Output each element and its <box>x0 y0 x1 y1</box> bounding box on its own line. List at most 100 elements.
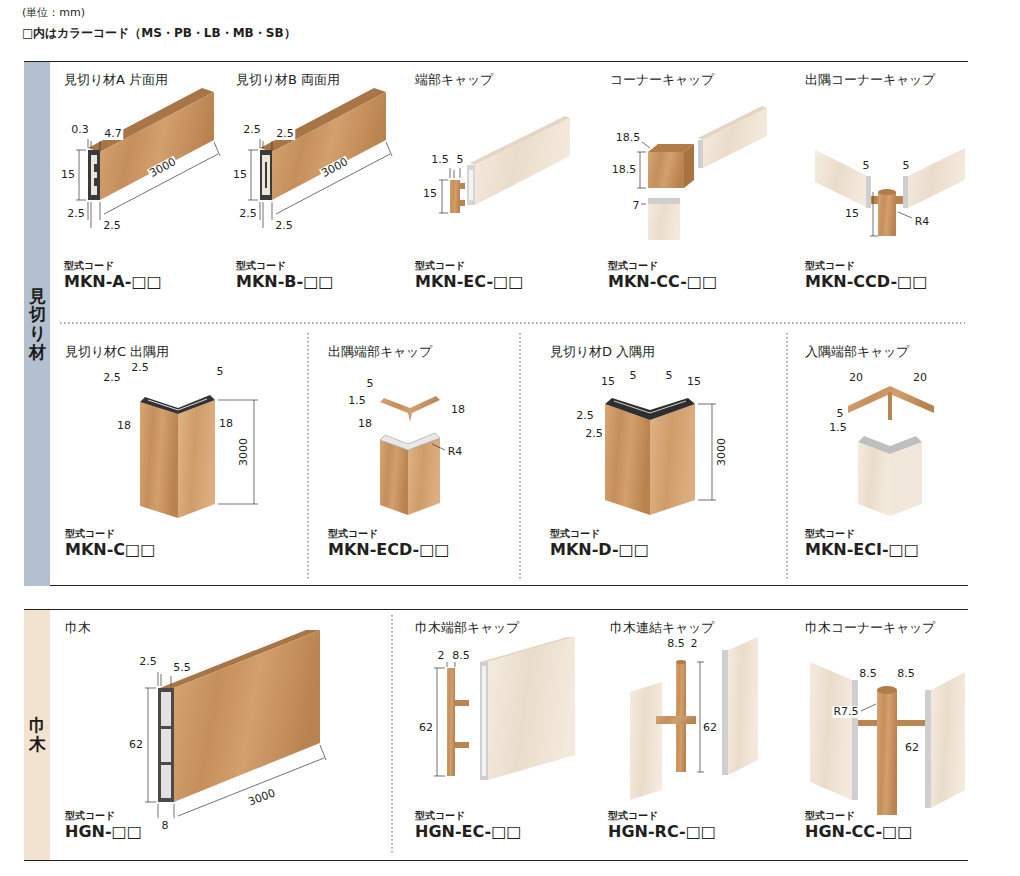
model-code-caption: 型式コード <box>328 528 378 540</box>
color-code-note: □内はカラーコード（MS・PB・LB・MB・SB） <box>22 26 296 41</box>
dimension-line <box>248 150 258 151</box>
dotted-separator <box>60 323 965 324</box>
dotted-separator <box>787 333 788 580</box>
model-code: MKN-C□□ <box>65 541 155 559</box>
dotted-separator <box>308 333 309 580</box>
dimension-line <box>439 213 448 214</box>
dotted-separator <box>392 615 393 855</box>
section-title: 見切り材 <box>29 287 46 362</box>
baseboard-corner-cap <box>897 720 925 726</box>
dimension-value: 8.5 <box>896 668 916 680</box>
model-code-caption: 型式コード <box>805 528 855 540</box>
dimension-line <box>272 202 273 220</box>
model-code: HGN-□□ <box>65 823 142 841</box>
dimension-value: 1.5 <box>347 395 367 407</box>
part-name: 巾木コーナーキャップ <box>805 620 935 636</box>
model-code: MKN-B-□□ <box>236 273 333 291</box>
dimension-line <box>104 154 218 214</box>
dimension-value: 0.3 <box>70 124 90 136</box>
dimension-line <box>460 168 461 178</box>
dimension-line <box>434 776 445 777</box>
model-code: MKN-EC-□□ <box>415 273 523 291</box>
dimension-line <box>640 152 641 188</box>
model-code-caption: 型式コード <box>64 260 114 272</box>
dimension-line <box>76 200 86 201</box>
dimension-line <box>637 188 646 189</box>
dimension-line <box>434 662 455 776</box>
trim-c-column <box>140 395 215 414</box>
model-code-caption: 型式コード <box>236 260 286 272</box>
baseboard-corner-cap <box>852 680 858 800</box>
inside-end-cap <box>848 386 934 516</box>
baseboard-end-cap <box>447 637 575 780</box>
dimension-value: 20 <box>912 372 928 384</box>
baseboard-end-cap <box>447 668 455 776</box>
dimension-line <box>439 168 460 213</box>
baseboard <box>161 726 171 729</box>
dimension-line <box>432 444 445 450</box>
dimension-line <box>174 804 175 818</box>
trim-b-bar <box>272 92 386 200</box>
dimension-value: 3000 <box>147 156 179 181</box>
section-band: 見切り材 <box>24 62 50 586</box>
dimension-line <box>898 212 912 218</box>
outside-corner-cap <box>866 176 871 208</box>
inside-end-cap <box>858 442 890 516</box>
part-name: 見切り材C 出隅用 <box>65 344 169 360</box>
outside-end-cap <box>380 440 408 515</box>
dimension-value: 15 <box>686 376 702 388</box>
outside-corner-cap <box>878 192 896 236</box>
dimension-line <box>434 668 445 669</box>
dimension-line <box>76 150 86 151</box>
section-rule <box>24 61 968 62</box>
part-name: 巾木端部キャップ <box>415 620 519 636</box>
dimension-value: 3000 <box>716 437 728 467</box>
dimension-line <box>712 404 713 500</box>
dimension-line <box>178 758 324 816</box>
dimension-line <box>870 236 878 237</box>
trim-b-bar <box>262 155 270 195</box>
model-code-caption: 型式コード <box>415 810 465 822</box>
model-code: HGN-EC-□□ <box>415 823 521 841</box>
dimension-line <box>158 804 159 818</box>
end-cap <box>460 183 465 189</box>
baseboard-joint-cap <box>630 682 662 800</box>
dimension-line <box>263 202 264 228</box>
dimension-line <box>697 772 704 773</box>
dimension-value: 2.5 <box>130 362 150 374</box>
dimension-value: 5 <box>862 160 871 172</box>
dimension-line <box>437 668 438 776</box>
outside-corner-cap <box>896 196 903 204</box>
model-code: HGN-CC-□□ <box>805 823 912 841</box>
trim-a-bar <box>100 92 214 200</box>
dimension-value: R4 <box>447 446 464 458</box>
outside-corner-cap <box>908 148 965 208</box>
dimension-value: 1.5 <box>430 154 450 166</box>
dimension-line <box>263 141 264 148</box>
baseboard-end-cap <box>455 742 469 748</box>
dimension-value: 2.5 <box>584 428 604 440</box>
dimension-line <box>439 180 448 181</box>
dimension-line <box>248 139 392 228</box>
dimension-value: 3000 <box>238 437 250 467</box>
baseboard <box>161 692 171 798</box>
dimension-line <box>697 662 704 663</box>
dimension-line <box>145 672 326 818</box>
dimension-value: 62 <box>702 722 718 734</box>
model-code-caption: 型式コード <box>65 810 115 822</box>
baseboard-corner-cap <box>931 672 965 808</box>
dimension-line <box>254 400 255 504</box>
dimension-line <box>698 404 716 500</box>
model-code-caption: 型式コード <box>608 810 658 822</box>
dimension-value: 5 <box>836 408 845 420</box>
model-code-caption: 型式コード <box>608 260 658 272</box>
part-name: 見切り材A 片面用 <box>64 72 168 88</box>
section-rule <box>24 609 968 610</box>
model-code: HGN-RC-□□ <box>608 823 716 841</box>
dimension-value: 18 <box>450 404 466 416</box>
trim-d-column <box>605 398 695 515</box>
dimension-value: 15 <box>60 169 76 181</box>
trim-d-column <box>605 404 650 515</box>
dimension-line <box>260 202 261 220</box>
